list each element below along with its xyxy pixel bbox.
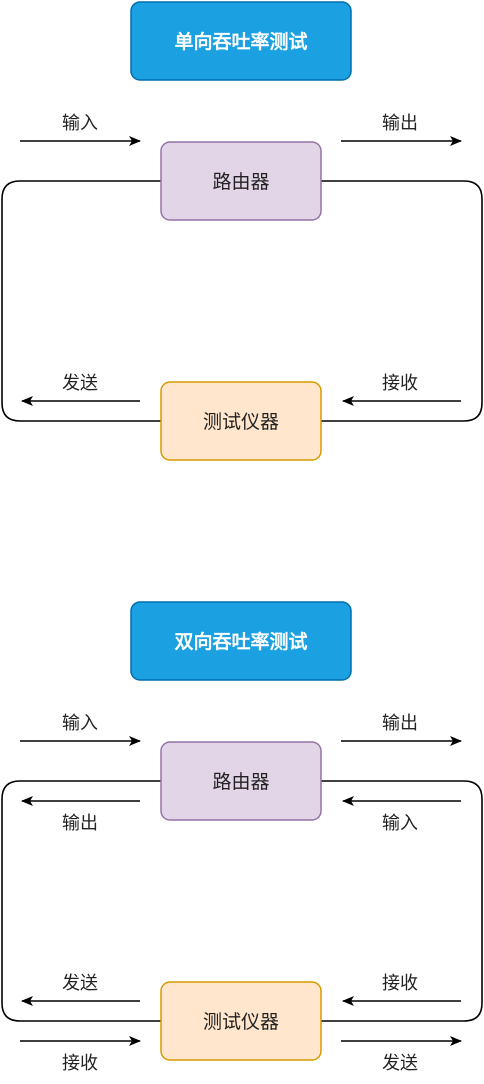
input-label-left: 输入 (62, 713, 98, 734)
tester-box (160, 381, 322, 461)
single-direction-title-box (130, 1, 352, 81)
tester-label: 测试仪器 (203, 411, 279, 433)
router-box (160, 741, 322, 821)
router-label: 路由器 (212, 171, 269, 193)
send-label: 发送 (62, 373, 98, 394)
bi-direction-diagram: 双向吞吐率测试 路由器 测试仪器 输入 输出 输出 输入 发送 接收 接收 发送 (1, 601, 483, 1074)
single-direction-diagram: 单向吞吐率测试 路由器 测试仪器 输入 输出 发送 接收 (1, 1, 483, 461)
loop-line-right (321, 780, 483, 1022)
send-label-right: 发送 (382, 1053, 418, 1074)
tester-label: 测试仪器 (203, 1011, 279, 1033)
send-label-left: 发送 (62, 973, 98, 994)
bi-direction-title-box (130, 601, 352, 681)
loop-line-right (321, 180, 483, 422)
output-label-left: 输出 (62, 813, 98, 834)
receive-label: 接收 (382, 373, 418, 394)
loop-line-left (1, 180, 161, 422)
input-label-right: 输入 (382, 813, 418, 834)
output-label: 输出 (382, 113, 418, 134)
router-box (160, 141, 322, 221)
tester-box (160, 981, 322, 1061)
bi-direction-title: 双向吞吐率测试 (174, 630, 307, 653)
single-direction-title: 单向吞吐率测试 (174, 30, 307, 53)
receive-label-right: 接收 (382, 973, 418, 994)
output-label-right: 输出 (382, 713, 418, 734)
router-label: 路由器 (212, 771, 269, 793)
loop-line-left (1, 780, 161, 1022)
input-label: 输入 (62, 113, 98, 134)
receive-label-left: 接收 (62, 1053, 98, 1074)
